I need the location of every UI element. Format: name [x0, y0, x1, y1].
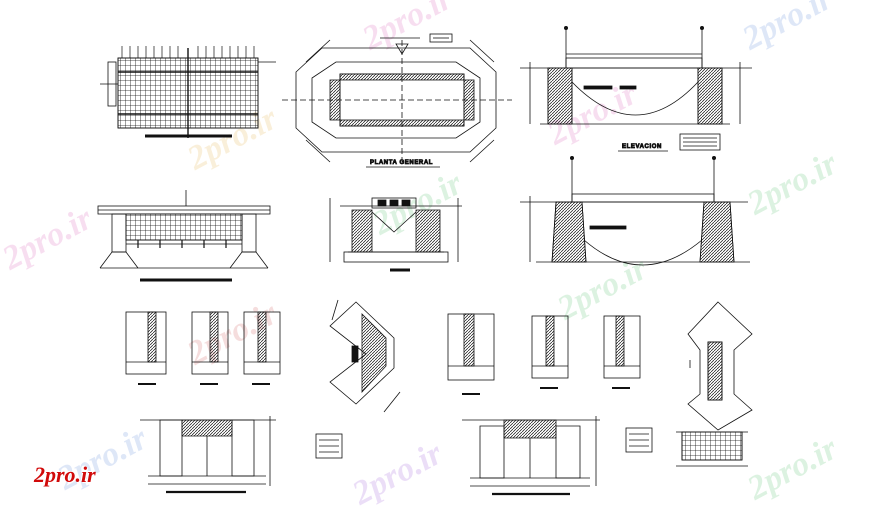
brand-logo: 2pro.ir [34, 462, 96, 487]
abutment-elevation-right [462, 416, 653, 496]
wall-section-4 [447, 313, 495, 395]
abutment-elevation-left [140, 416, 343, 494]
railing-cage-section [676, 431, 748, 467]
wall-section-2 [191, 311, 229, 385]
wall-section-1 [125, 311, 167, 385]
wall-section-5 [531, 315, 569, 389]
wall-section-3 [243, 311, 281, 385]
abutment-section [329, 197, 462, 272]
bridge-elevation [520, 25, 752, 151]
cross-section-railing [97, 190, 271, 282]
general-plan [282, 33, 512, 163]
wing-wall-plan-left [329, 299, 401, 413]
wing-wall-plan-right [687, 301, 753, 431]
deck-reinforcement-plan [100, 46, 276, 138]
wall-section-6 [603, 315, 641, 389]
plan-title: PLANTA GENERAL [370, 160, 433, 166]
bridge-elevation-detail [520, 155, 750, 266]
elevation-title: ELEVACION [622, 144, 662, 150]
